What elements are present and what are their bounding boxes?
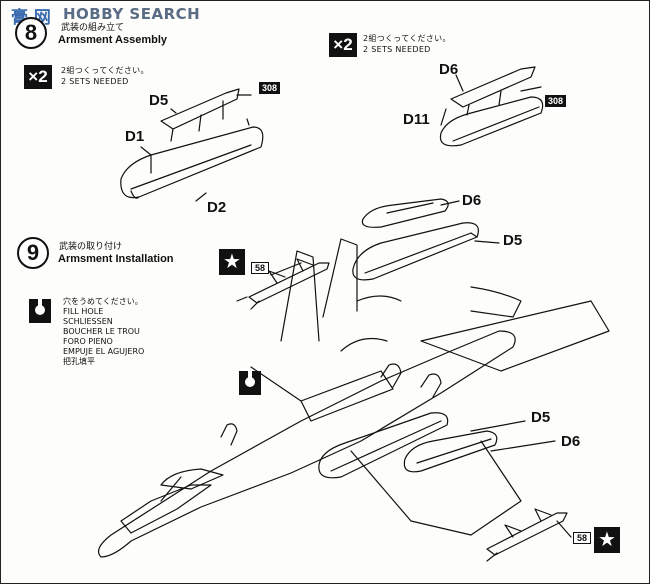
fill-hole-legend: 穴をうめてください。 FILL HOLE SCHLIESSEN BOUCHER … (63, 297, 144, 367)
fill-hole-line: 穴をうめてください。 (63, 297, 143, 306)
part-label-d6: D6 (561, 433, 581, 450)
right-note-jp: 2組つくってください。 (363, 34, 451, 43)
step-8-jp-title: 武装の組み立て (61, 23, 125, 33)
part-number-308: 308 (545, 95, 567, 107)
star-icon: ★ (594, 527, 620, 553)
left-note-en: 2 SETS NEEDED (61, 77, 129, 86)
part-label-d11: D11 (403, 111, 430, 128)
part-number-58: 58 (251, 262, 270, 274)
watermark-english: HOBBY SEARCH (63, 5, 201, 23)
part-label-d1: D1 (125, 128, 145, 145)
fill-hole-line: FORO PIENO (63, 337, 113, 346)
fill-hole-icon (239, 371, 261, 395)
right-note-en: 2 SETS NEEDED (363, 45, 431, 54)
left-note-jp: 2組つくってください。 (61, 66, 149, 75)
fill-hole-line: SCHLIESSEN (63, 317, 113, 326)
part-label-d2: D2 (207, 199, 227, 216)
step-9-number: 9 (17, 237, 49, 269)
star-glyph: ★ (223, 251, 241, 273)
star-glyph: ★ (598, 529, 616, 551)
fill-hole-icon (29, 299, 51, 323)
multiplier-badge-right: ×2 (329, 33, 357, 57)
part-label-d5: D5 (503, 232, 523, 249)
part-number-308: 308 (259, 82, 281, 94)
step-9-jp-title: 武装の取り付け (59, 242, 123, 252)
multiplier-badge-left: ×2 (24, 65, 52, 89)
part-label-d6: D6 (462, 192, 482, 209)
fill-hole-line: BOUCHER LE TROU (63, 327, 140, 336)
part-label-d5: D5 (531, 409, 551, 426)
step-8-en-title: Armsment Assembly (58, 34, 168, 46)
star-icon: ★ (219, 249, 245, 275)
fill-hole-line: FILL HOLE (63, 307, 104, 316)
part-number-58: 58 (573, 532, 592, 544)
fill-hole-line: 把孔填平 (63, 357, 95, 366)
step-9-en-title: Armsment Installation (58, 253, 174, 265)
step-8-number: 8 (15, 17, 47, 49)
fill-hole-line: EMPUJE EL AGUJERO (63, 347, 145, 356)
part-label-d5: D5 (149, 92, 169, 109)
part-label-d6: D6 (439, 61, 459, 78)
